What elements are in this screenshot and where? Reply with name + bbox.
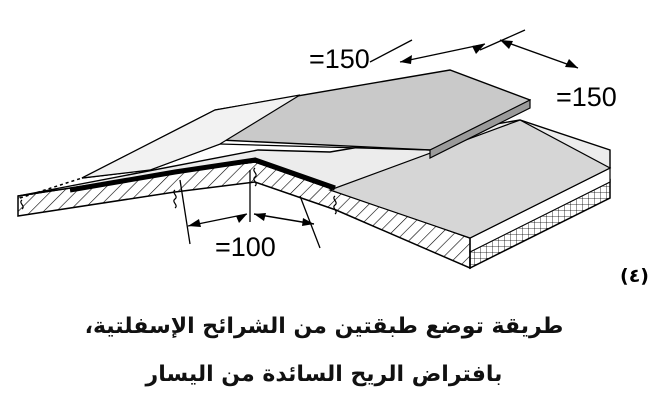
dimension-top-left: =150 [309,44,370,74]
caption-line-1: طريقة توضع طبقتين من الشرائح الإسفلتية، [84,314,564,339]
upper-shingle-layer [81,69,531,179]
caption-line-2: بافتراض الريح السائدة من اليسار [145,362,503,387]
dimension-top-right: =150 [556,82,617,112]
dimension-bottom: =100 [215,232,276,262]
underlayment-edge [69,157,336,193]
top-dimension-lines [369,29,579,69]
bottom-dimension-lines [179,170,321,249]
figure-label: الشكل (٤) [620,265,648,287]
overlap-guide-dashed [19,177,83,199]
